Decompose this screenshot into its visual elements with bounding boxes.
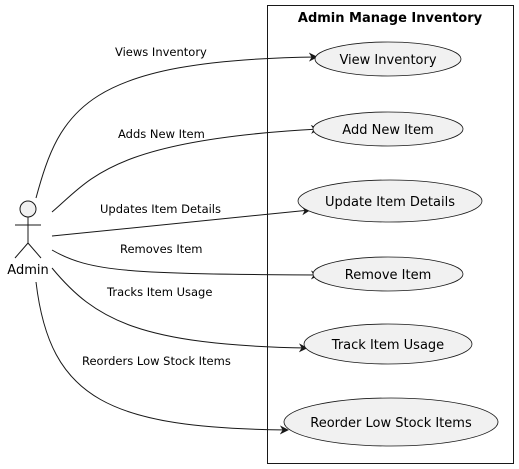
use-case-reorder-low-stock-items[interactable]: Reorder Low Stock Items [283,397,499,447]
actor-label: Admin [7,263,48,278]
edge-reorder-low-stock [35,281,289,435]
actor-admin[interactable]: Admin [7,200,49,278]
edge-label-views-inventory: Views Inventory [115,45,207,59]
use-case-add-new-item[interactable]: Add New Item [312,111,464,147]
edge-label-remove-item: Removes Item [120,242,203,256]
edge-label-track-item-usage: Tracks Item Usage [106,285,212,299]
use-case-track-item-usage[interactable]: Track Item Usage [303,323,473,365]
edge-label-update-item-details: Updates Item Details [100,202,221,216]
use-case-label: Update Item Details [325,195,455,210]
actor-right-leg [27,242,42,259]
system-title: Admin Manage Inventory [298,11,483,26]
use-case-view-inventory[interactable]: View Inventory [314,41,462,77]
edge-update-item-details [51,206,311,237]
edge-label-add-new-item: Adds New Item [118,127,205,141]
edges: Views Inventory Adds New Item Updates It… [35,45,320,435]
edge-views-inventory [35,52,318,199]
actor-left-leg [14,242,29,259]
use-case-label: View Inventory [339,53,436,68]
use-case-remove-item[interactable]: Remove Item [312,256,464,292]
use-case-label: Track Item Usage [331,338,444,353]
edge-add-new-item [51,124,320,213]
use-case-update-item-details[interactable]: Update Item Details [297,179,483,223]
actor-head [19,200,37,218]
system-boundary: Admin Manage Inventory [267,5,514,464]
edge-track-item-usage [51,267,308,353]
edge-label-reorder-low-stock: Reorders Low Stock Items [82,354,231,368]
use-case-label: Add New Item [342,123,433,138]
edge-remove-item [51,249,320,280]
use-case-label: Reorder Low Stock Items [310,416,472,431]
use-case-label: Remove Item [345,268,431,283]
